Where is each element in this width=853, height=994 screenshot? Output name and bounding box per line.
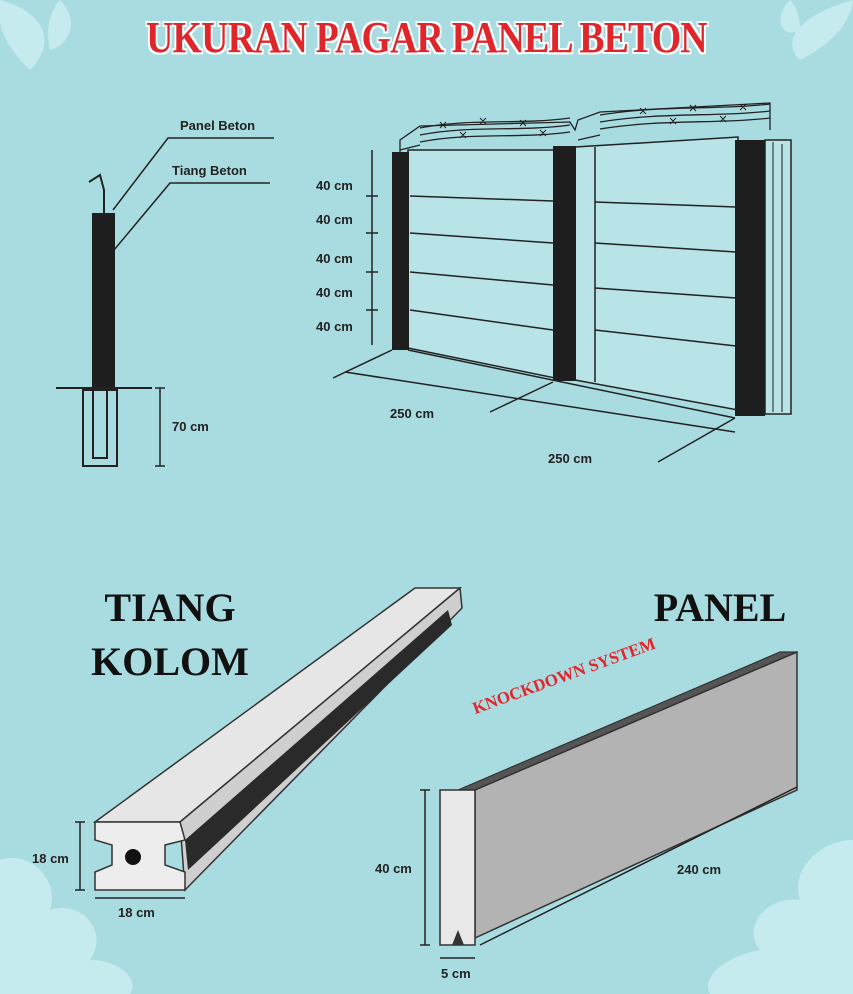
panel-lines-right [594,201,737,347]
ornament-top-left [0,0,71,70]
label-height-5: 40 cm [316,319,353,334]
width-dim-line [344,371,736,433]
barbs [439,103,747,139]
label-height-3: 40 cm [316,251,353,266]
panel-drawing [420,650,798,959]
leader-tiang-beton [113,182,270,251]
dim-ext-right [657,417,736,463]
fence-post-1 [392,152,409,350]
heading-kolom: KOLOM [91,639,249,684]
panel-length-dim [479,786,798,946]
label-panel-length: 240 cm [677,862,722,877]
panel-lines-left [409,195,554,331]
fence-panels-left [407,149,556,379]
height-dim-ticks [366,195,378,311]
fence-perspective [332,102,792,463]
barbed-wire-icon [399,102,771,152]
heading-panel: PANEL [653,585,787,630]
fence-post-3 [735,140,765,416]
leader-panel-beton [112,137,274,211]
label-panel-thickness: 5 cm [441,966,471,981]
fence-post-3-side [764,139,792,415]
label-panel-beton: Panel Beton [180,118,256,133]
tiang-kolom-drawing [75,586,463,899]
dim-ext-left [332,349,393,379]
post-column [92,213,115,390]
fence-panels-right [574,136,739,411]
panel-tongue-icon [452,930,464,945]
column-hole-icon [125,849,141,865]
post-hook [88,173,105,215]
ground-base-line [407,349,736,419]
page-title: UKURAN PAGAR PANEL BETON [146,13,708,62]
fence-post-2 [553,146,576,381]
label-width-2: 250 cm [548,451,593,466]
ornament-bottom-left [0,858,133,994]
footing-inner [92,389,108,459]
ornament-bottom-right [708,840,853,994]
heading-tiang: TIANG [104,585,236,630]
footing-outer [82,389,118,467]
label-column-width: 18 cm [118,905,155,920]
label-depth: 70 cm [172,419,209,434]
label-tiang-beton: Tiang Beton [172,163,247,178]
column-groove [185,610,452,870]
label-height-2: 40 cm [316,212,353,227]
ornament-top-right [780,0,853,60]
label-height-4: 40 cm [316,285,353,300]
label-height-1: 40 cm [316,178,353,193]
label-width-1: 250 cm [390,406,435,421]
label-panel-height: 40 cm [375,861,412,876]
panel-end-face [439,789,476,946]
label-column-height: 18 cm [32,851,69,866]
dim-ext-mid [489,381,554,413]
single-post-diagram [56,137,274,467]
